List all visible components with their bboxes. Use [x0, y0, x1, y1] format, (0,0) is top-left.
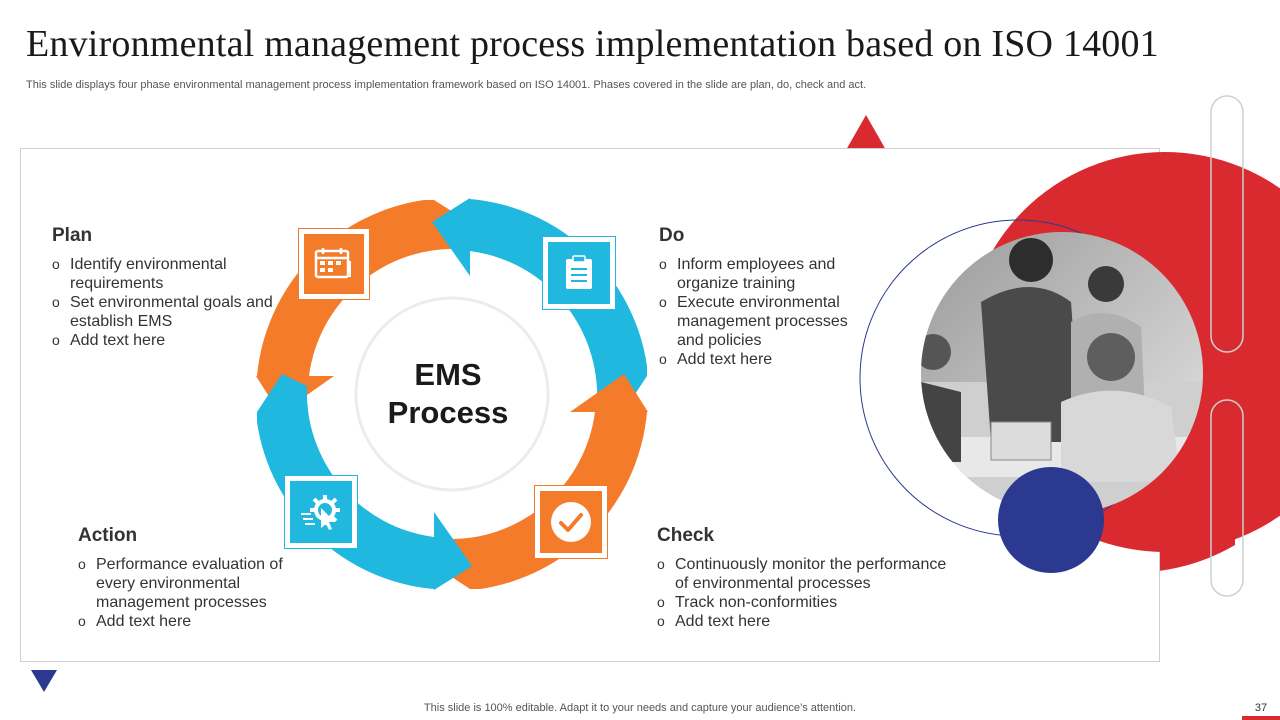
phase-check: Check Continuously monitor the performan…	[657, 525, 957, 631]
phase-plan-title: Plan	[52, 225, 93, 246]
navy-triangle-decoration	[31, 670, 57, 692]
phase-do-item: Add text here	[659, 350, 864, 369]
pill-outline-bottom	[1210, 399, 1244, 597]
phase-plan-item: Identify environmental requirements	[52, 255, 282, 293]
phase-check-item: Track non-conformities	[657, 593, 957, 612]
navy-dot-decoration	[998, 467, 1104, 573]
pill-outline-top	[1210, 95, 1244, 353]
checkmark-icon	[551, 502, 591, 542]
clipboard-checklist-icon	[566, 255, 592, 289]
plan-icon-box	[298, 228, 370, 300]
page-number-bar	[1242, 716, 1280, 720]
cycle-arrow-plan	[256, 200, 472, 414]
phase-check-item: Add text here	[657, 612, 957, 631]
page-number: 37	[1254, 702, 1268, 714]
phase-do-item: Execute environmental management process…	[659, 293, 864, 350]
do-icon-box	[542, 236, 616, 310]
gear-click-icon	[301, 495, 340, 530]
phase-action-item: Add text here	[78, 612, 293, 631]
phase-action-item: Performance evaluation of every environm…	[78, 555, 293, 612]
phase-check-title: Check	[657, 525, 715, 546]
slide-footer: This slide is 100% editable. Adapt it to…	[423, 702, 857, 714]
phase-action: Action Performance evaluation of every e…	[78, 525, 293, 631]
phase-plan-item: Add text here	[52, 331, 282, 350]
phase-do-title: Do	[659, 225, 685, 246]
check-icon-box	[534, 485, 608, 559]
action-icon-box	[284, 475, 358, 549]
phase-do: Do Inform employees and organize trainin…	[659, 225, 864, 369]
slide-subtitle: This slide displays four phase environme…	[26, 79, 867, 91]
ems-cycle-diagram	[256, 198, 648, 590]
phase-action-title: Action	[78, 525, 138, 546]
phase-plan: Plan Identify environmental requirements…	[52, 225, 282, 350]
phase-plan-item: Set environmental goals and establish EM…	[52, 293, 282, 331]
red-triangle-decoration	[846, 115, 886, 150]
cycle-arrow-action	[257, 374, 472, 590]
cycle-arrow-do	[432, 198, 647, 414]
slide-title: Environmental management process impleme…	[26, 23, 1159, 65]
center-disc	[354, 296, 550, 492]
calendar-icon	[314, 248, 351, 279]
phase-do-item: Inform employees and organize training	[659, 255, 864, 293]
phase-check-item: Continuously monitor the performance of …	[657, 555, 957, 593]
cycle-arrow-check	[432, 374, 648, 589]
